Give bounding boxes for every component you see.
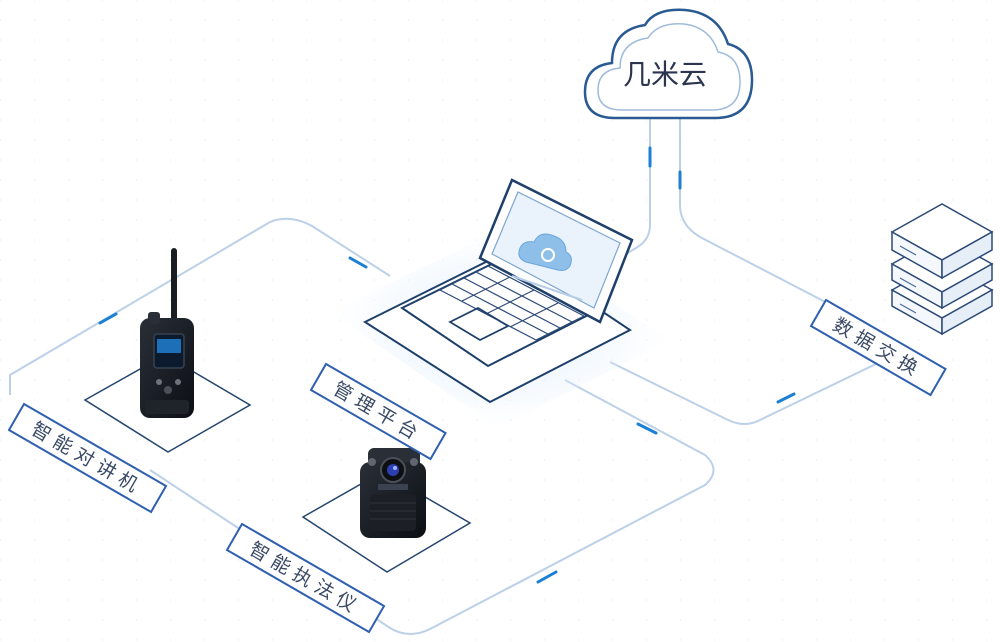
- radio-node: [83, 248, 252, 453]
- platform-label: 管理平台: [309, 362, 447, 461]
- screen-cloud-icon: [518, 233, 572, 271]
- server-icon: [890, 203, 994, 336]
- cloud-node: 几米云: [583, 8, 754, 120]
- connection-lines: [9, 110, 881, 635]
- recorder-icon: [360, 448, 426, 538]
- link-exchange-laptop: [609, 350, 881, 425]
- link-cloud-exchange: [679, 110, 861, 321]
- link-cloud-laptop: [599, 110, 651, 271]
- laptop-icon: [330, 178, 670, 428]
- recorder-label-text: 智能执法仪: [245, 538, 364, 620]
- platform-label-text: 管理平台: [329, 378, 427, 447]
- recorder-node: [301, 448, 472, 573]
- radio-label-text: 智能对讲机: [27, 418, 146, 500]
- flow-indicators: [98, 146, 796, 584]
- radio-icon: [140, 248, 194, 418]
- link-radio-recorder: [149, 379, 715, 635]
- link-radio-platform: [9, 217, 391, 395]
- exchange-label-text: 数据交换: [829, 314, 927, 383]
- cloud-label: 几米云: [623, 58, 707, 91]
